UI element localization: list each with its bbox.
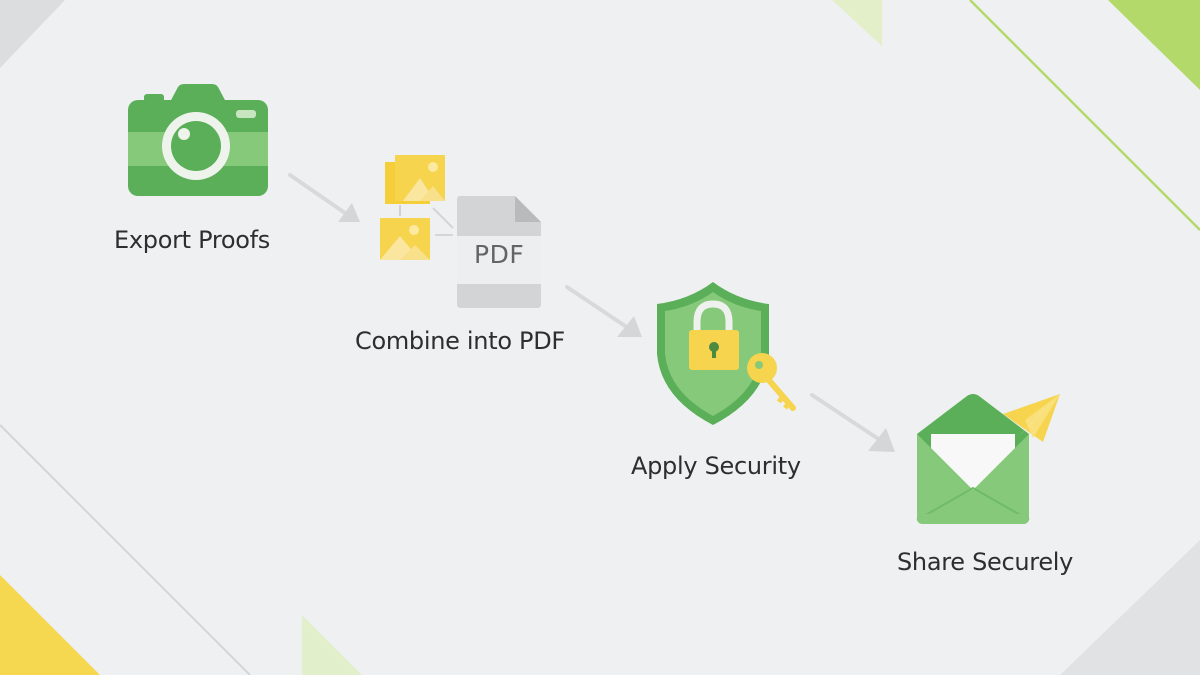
step-label: Export Proofs (114, 226, 271, 254)
camera-icon (128, 84, 268, 196)
step-label: Share Securely (897, 548, 1074, 576)
shield-lock-key-icon (657, 282, 796, 425)
arrow-2-3-icon (565, 285, 642, 337)
pdf-badge: PDF (474, 240, 525, 269)
step-label: Apply Security (631, 452, 801, 480)
envelope-paper-plane-icon (916, 394, 1060, 524)
step-label: Combine into PDF (355, 327, 565, 355)
arrow-3-4-icon (810, 393, 895, 452)
arrow-1-2-icon (288, 173, 360, 222)
images-to-pdf-icon (380, 155, 541, 308)
